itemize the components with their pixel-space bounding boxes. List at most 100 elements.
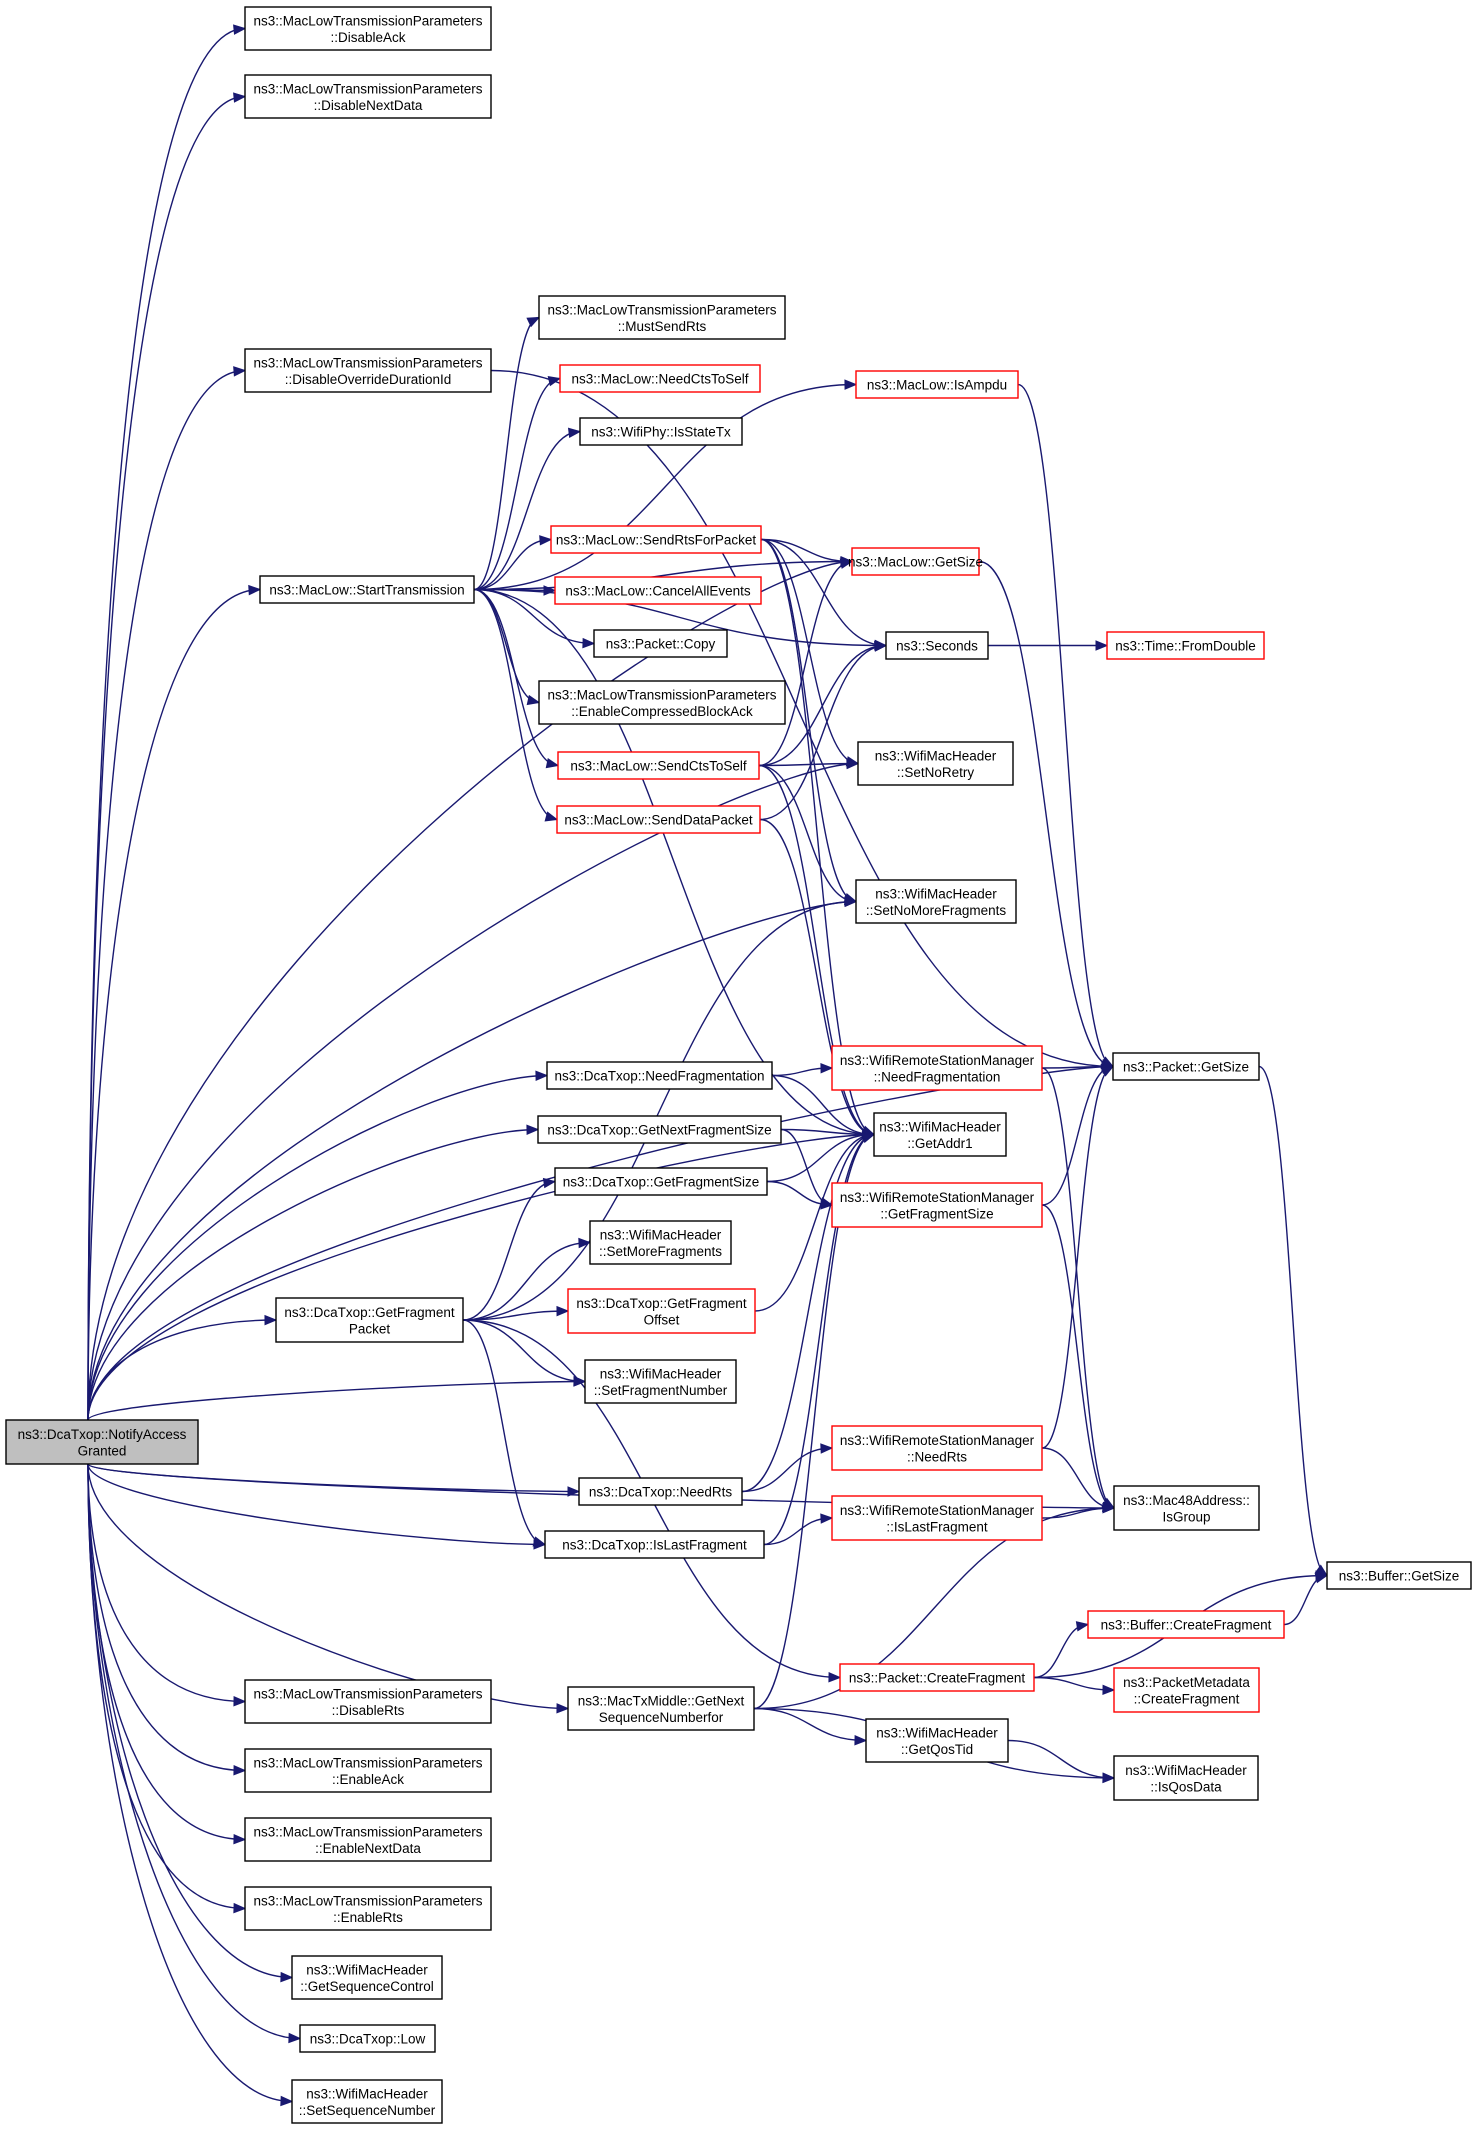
node-box[interactable]	[550, 525, 762, 554]
node-getQosTid[interactable]: ns3::WifiMacHeader::GetQosTid	[865, 1718, 1009, 1763]
node-bufGetSize[interactable]: ns3::Buffer::GetSize	[1326, 1561, 1472, 1590]
node-needCtsToSelf[interactable]: ns3::MacLow::NeedCtsToSelf	[559, 364, 761, 393]
node-isLastFrag[interactable]: ns3::DcaTxop::IsLastFragment	[544, 1530, 765, 1559]
node-box[interactable]	[1112, 1052, 1260, 1081]
node-needFrag[interactable]: ns3::DcaTxop::NeedFragmentation	[546, 1061, 773, 1090]
node-setMoreFrag[interactable]: ns3::WifiMacHeader::SetMoreFragments	[589, 1220, 732, 1265]
node-box[interactable]	[244, 6, 492, 51]
node-box[interactable]	[559, 364, 761, 393]
node-isQosData[interactable]: ns3::WifiMacHeader::IsQosData	[1113, 1755, 1259, 1801]
node-box[interactable]	[244, 1679, 492, 1724]
node-startTx[interactable]: ns3::MacLow::StartTransmission	[259, 575, 475, 604]
node-box[interactable]	[885, 631, 989, 660]
node-box[interactable]	[299, 2024, 436, 2053]
node-pmCreateFrag[interactable]: ns3::PacketMetadata::CreateFragment	[1113, 1667, 1260, 1713]
node-box[interactable]	[259, 575, 475, 604]
node-box[interactable]	[831, 1495, 1043, 1541]
node-mustSendRts[interactable]: ns3::MacLowTransmissionParameters::MustS…	[538, 295, 786, 340]
node-box[interactable]	[1113, 1755, 1259, 1801]
node-box[interactable]	[857, 741, 1014, 786]
node-rsmNeedRts[interactable]: ns3::WifiRemoteStationManager::NeedRts	[831, 1425, 1043, 1471]
node-box[interactable]	[544, 1530, 765, 1559]
node-low[interactable]: ns3::DcaTxop::Low	[299, 2024, 436, 2053]
node-box[interactable]	[567, 1288, 756, 1334]
node-box[interactable]	[538, 295, 786, 340]
node-box[interactable]	[244, 1817, 492, 1862]
node-isGroup[interactable]: ns3::Mac48Address::IsGroup	[1113, 1485, 1260, 1531]
node-rsmGetFragSize[interactable]: ns3::WifiRemoteStationManager::GetFragme…	[831, 1182, 1043, 1228]
node-needRts[interactable]: ns3::DcaTxop::NeedRts	[578, 1477, 743, 1506]
node-getFragSize[interactable]: ns3::DcaTxop::GetFragmentSize	[554, 1167, 768, 1196]
node-box[interactable]	[554, 576, 762, 605]
node-box[interactable]	[557, 751, 760, 780]
node-sendCts[interactable]: ns3::MacLow::SendCtsToSelf	[557, 751, 760, 780]
node-disableRts[interactable]: ns3::MacLowTransmissionParameters::Disab…	[244, 1679, 492, 1724]
node-sendData[interactable]: ns3::MacLow::SendDataPacket	[556, 805, 761, 834]
node-box[interactable]	[1087, 1610, 1285, 1639]
node-disableAck[interactable]: ns3::MacLowTransmissionParameters::Disab…	[244, 6, 492, 51]
node-disableNextData[interactable]: ns3::MacLowTransmissionParameters::Disab…	[244, 74, 492, 119]
node-box[interactable]	[865, 1718, 1009, 1763]
node-getNextFragSize[interactable]: ns3::DcaTxop::GetNextFragmentSize	[537, 1115, 782, 1144]
node-box[interactable]	[275, 1297, 464, 1343]
node-box[interactable]	[5, 1419, 199, 1465]
node-setNoMoreFrag[interactable]: ns3::WifiMacHeader::SetNoMoreFragments	[855, 879, 1017, 924]
node-box[interactable]	[556, 805, 761, 834]
node-enableCba[interactable]: ns3::MacLowTransmissionParameters::Enabl…	[538, 680, 786, 725]
node-box[interactable]	[567, 1686, 755, 1731]
node-box[interactable]	[839, 1663, 1035, 1692]
node-box[interactable]	[1106, 631, 1265, 660]
node-fromDouble[interactable]: ns3::Time::FromDouble	[1106, 631, 1265, 660]
node-getAddr1[interactable]: ns3::WifiMacHeader::GetAddr1	[873, 1112, 1007, 1157]
node-box[interactable]	[831, 1425, 1043, 1471]
node-isStateTx[interactable]: ns3::WifiPhy::IsStateTx	[579, 417, 743, 446]
node-box[interactable]	[589, 1220, 732, 1265]
node-pktCreateFrag[interactable]: ns3::Packet::CreateFragment	[839, 1663, 1035, 1692]
node-box[interactable]	[855, 370, 1019, 399]
node-box[interactable]	[1113, 1485, 1260, 1531]
node-enableNextData[interactable]: ns3::MacLowTransmissionParameters::Enabl…	[244, 1817, 492, 1862]
node-box[interactable]	[831, 1045, 1043, 1091]
node-sendRts[interactable]: ns3::MacLow::SendRtsForPacket	[550, 525, 762, 554]
node-isAmpdu[interactable]: ns3::MacLow::IsAmpdu	[855, 370, 1019, 399]
node-box[interactable]	[244, 74, 492, 119]
node-getNextSeq[interactable]: ns3::MacTxMiddle::GetNextSequenceNumberf…	[567, 1686, 755, 1731]
node-pktGetSize[interactable]: ns3::Packet::GetSize	[1112, 1052, 1260, 1081]
node-box[interactable]	[578, 1477, 743, 1506]
node-box[interactable]	[1113, 1667, 1260, 1713]
node-macGetSize[interactable]: ns3::MacLow::GetSize	[848, 547, 983, 576]
node-box[interactable]	[579, 417, 743, 446]
node-pktCopy[interactable]: ns3::Packet::Copy	[593, 629, 728, 658]
node-cancelAll[interactable]: ns3::MacLow::CancelAllEvents	[554, 576, 762, 605]
node-box[interactable]	[244, 348, 492, 393]
node-box[interactable]	[538, 680, 786, 725]
node-bufCreateFrag[interactable]: ns3::Buffer::CreateFragment	[1087, 1610, 1285, 1639]
node-box[interactable]	[851, 547, 980, 576]
node-box[interactable]	[537, 1115, 782, 1144]
node-box[interactable]	[291, 1955, 443, 2000]
node-box[interactable]	[584, 1359, 737, 1404]
node-box[interactable]	[593, 629, 728, 658]
node-box[interactable]	[873, 1112, 1007, 1157]
node-rsmIsLastFrag[interactable]: ns3::WifiRemoteStationManager::IsLastFra…	[831, 1495, 1043, 1541]
node-enableAck[interactable]: ns3::MacLowTransmissionParameters::Enabl…	[244, 1748, 492, 1793]
node-seconds[interactable]: ns3::Seconds	[885, 631, 989, 660]
node-disableOverride[interactable]: ns3::MacLowTransmissionParameters::Disab…	[244, 348, 492, 393]
node-box[interactable]	[831, 1182, 1043, 1228]
node-box[interactable]	[244, 1886, 492, 1931]
node-box[interactable]	[554, 1167, 768, 1196]
node-getSeqCtrl[interactable]: ns3::WifiMacHeader::GetSequenceControl	[291, 1955, 443, 2000]
node-enableRts[interactable]: ns3::MacLowTransmissionParameters::Enabl…	[244, 1886, 492, 1931]
node-setNoRetry[interactable]: ns3::WifiMacHeader::SetNoRetry	[857, 741, 1014, 786]
node-rsmNeedFrag[interactable]: ns3::WifiRemoteStationManager::NeedFragm…	[831, 1045, 1043, 1091]
node-box[interactable]	[855, 879, 1017, 924]
node-box[interactable]	[244, 1748, 492, 1793]
node-setSeqNum[interactable]: ns3::WifiMacHeader::SetSequenceNumber	[291, 2079, 443, 2124]
node-setFragNum[interactable]: ns3::WifiMacHeader::SetFragmentNumber	[584, 1359, 737, 1404]
node-box[interactable]	[1326, 1561, 1472, 1590]
node-box[interactable]	[291, 2079, 443, 2124]
node-box[interactable]	[546, 1061, 773, 1090]
